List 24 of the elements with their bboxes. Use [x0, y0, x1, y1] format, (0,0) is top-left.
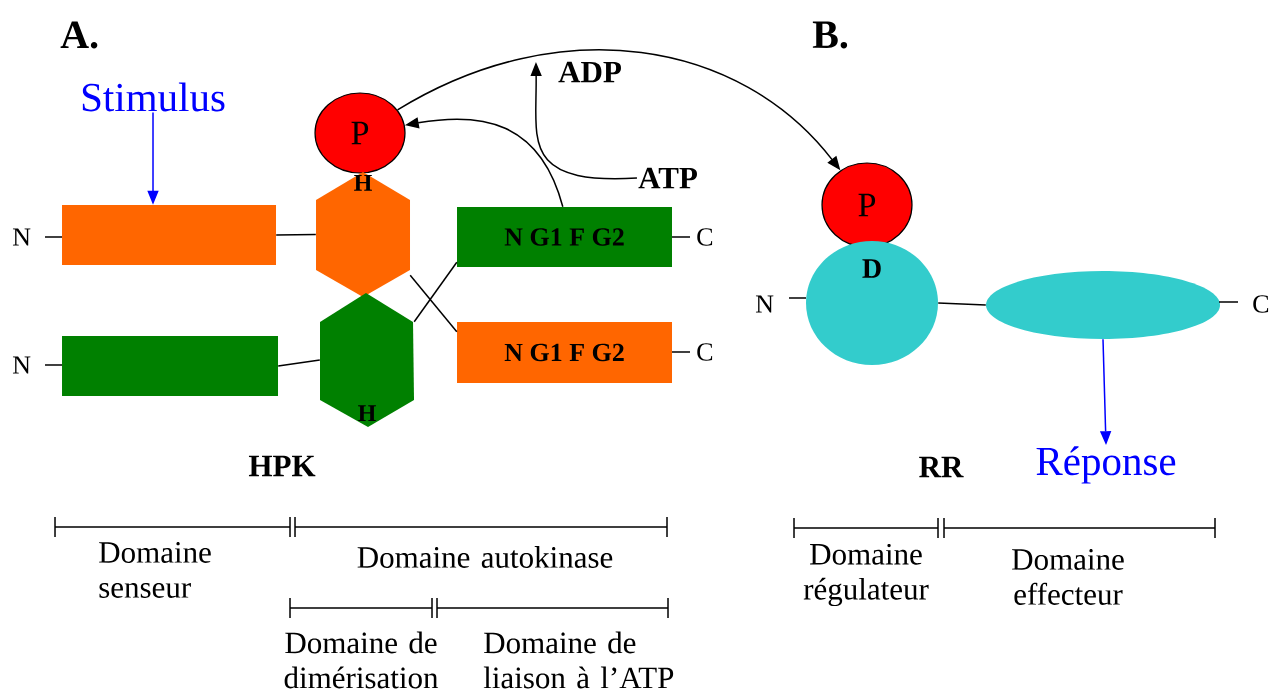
domain-label: Domaine régulateur — [803, 543, 929, 607]
terminus-label: N — [12, 228, 63, 246]
terminus-label: C — [1218, 295, 1269, 313]
panel-letter: B. — [812, 21, 848, 49]
panel-letter: A. — [60, 21, 98, 49]
terminus-label: C — [671, 228, 713, 246]
catalytic-domain-bar: N G1 F G2 — [457, 322, 672, 383]
stimulus-label: Stimulus — [82, 82, 225, 112]
atp-label: ATP — [638, 167, 697, 189]
terminus-label: N — [12, 356, 63, 374]
terminus-label: C — [671, 343, 713, 361]
domain-label: Domaine autokinase — [357, 546, 613, 568]
domain-label: Domaine senseur — [99, 542, 211, 598]
protein-name: HPK — [248, 455, 316, 477]
protein-name: RR — [919, 456, 964, 478]
histidine-hexagon: H — [316, 172, 410, 297]
domain-label: Domaine effecteur — [1012, 549, 1124, 605]
terminus-label: N — [755, 295, 807, 313]
adp-label: ADP — [558, 61, 621, 83]
response-label: Réponse — [1036, 446, 1176, 484]
domain-label: Domaine de liaison à l’ATP — [483, 631, 674, 689]
domain-label: Domaine de dimérisation — [284, 631, 439, 689]
histidine-hexagon: H — [320, 293, 414, 427]
catalytic-domain-bar: N G1 F G2 — [457, 207, 672, 267]
